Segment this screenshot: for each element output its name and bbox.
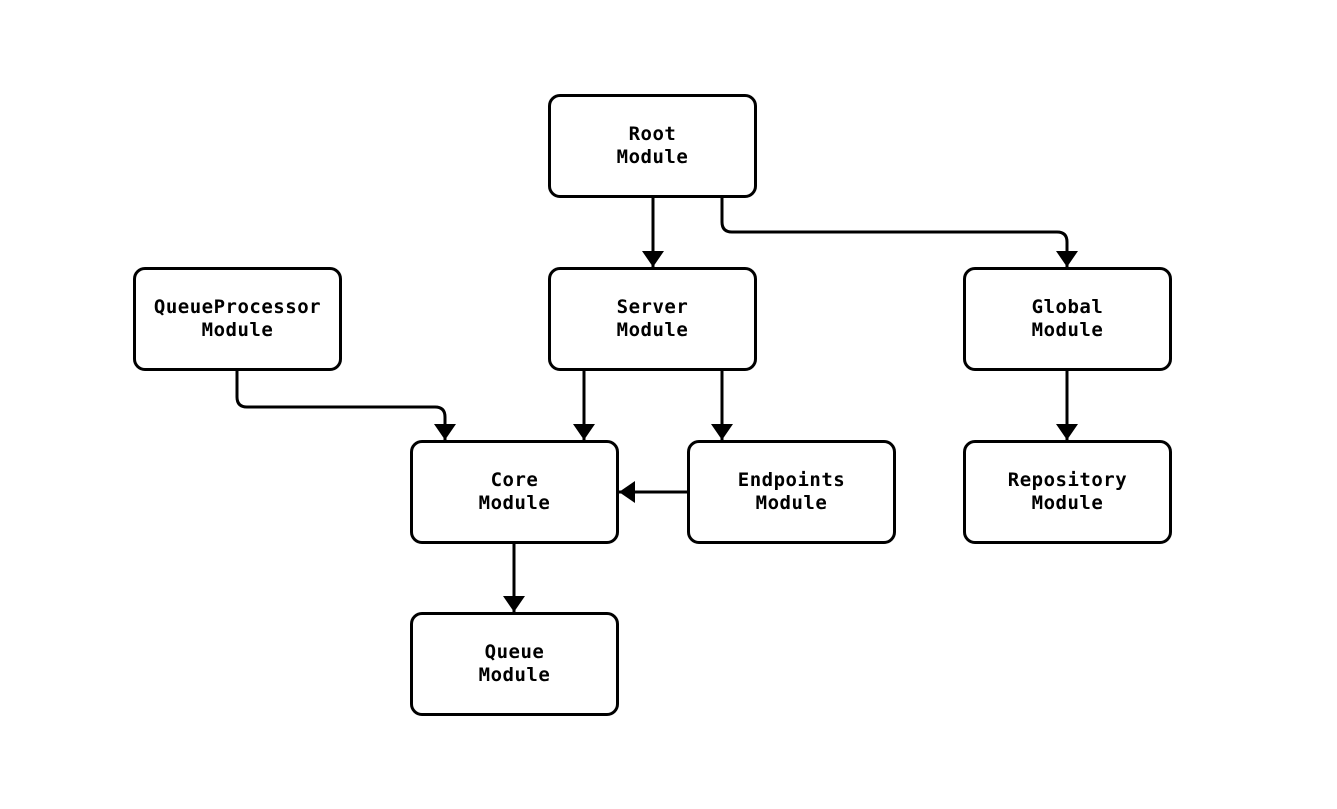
node-label-line: Module xyxy=(1031,319,1104,341)
edge-queueprocessor-module-to-core-module xyxy=(235,371,456,440)
node-label-line: Module xyxy=(616,146,689,168)
node-label-line: Server xyxy=(616,296,689,318)
node-label-line: Module xyxy=(755,492,828,514)
edge-root-module-to-global-module xyxy=(720,198,1078,267)
node-label-line: QueueProcessor xyxy=(153,296,322,318)
node-label-line: Root xyxy=(628,123,677,145)
node-label-line: Core xyxy=(490,469,539,491)
node-label-line: Endpoints xyxy=(737,469,846,491)
node-label-line: Module xyxy=(201,319,274,341)
node-label-line: Repository xyxy=(1007,469,1128,491)
node-label-line: Module xyxy=(478,492,551,514)
node-label-line: Global xyxy=(1031,296,1104,318)
node-label-line: Module xyxy=(478,664,551,686)
node-label-line: Queue xyxy=(484,641,545,663)
node-label-line: Module xyxy=(1031,492,1104,514)
node-label-line: Module xyxy=(616,319,689,341)
